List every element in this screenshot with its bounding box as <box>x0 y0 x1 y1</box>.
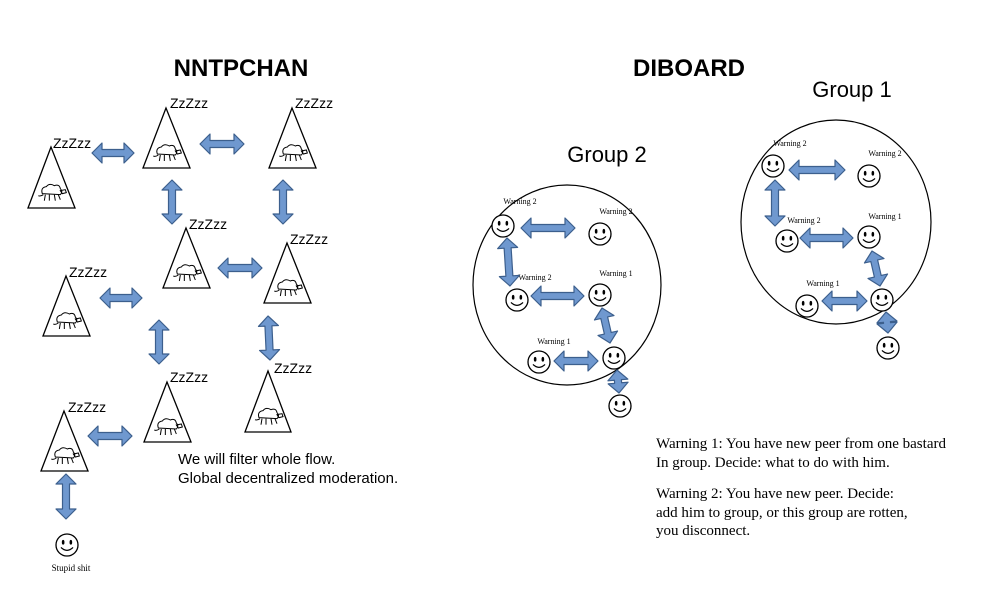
double-arrow-icon <box>99 287 143 309</box>
sleeping-sheep-icon <box>154 418 183 436</box>
node-triangle <box>263 241 312 304</box>
double-arrow-icon <box>91 142 135 164</box>
sleep-label: ZzZzz <box>69 264 107 280</box>
smiley-icon <box>588 283 612 307</box>
sleeping-sheep-icon <box>279 144 308 162</box>
double-arrow-icon <box>863 250 889 287</box>
double-arrow-icon <box>788 159 846 181</box>
nntpchan-title: NNTPCHAN <box>174 55 309 82</box>
smiley-icon <box>857 225 881 249</box>
double-arrow-icon <box>607 369 629 394</box>
smiley-icon <box>608 394 632 418</box>
double-arrow-icon <box>799 227 854 249</box>
double-arrow-icon <box>593 307 619 344</box>
double-arrow-icon <box>148 319 170 365</box>
sleeping-node: ZzZzz <box>142 95 208 169</box>
warning-label: Warning 1 <box>537 337 570 346</box>
double-arrow-icon <box>257 315 281 361</box>
double-arrow-icon <box>161 179 183 225</box>
sleeping-node: ZzZzz <box>162 216 227 289</box>
stupid-label: Stupid shit <box>52 563 91 573</box>
sleeping-node: ZzZzz <box>143 369 208 443</box>
smiley-icon <box>870 288 894 312</box>
warning-label: Warning 1 <box>806 279 839 288</box>
sleeping-node: ZzZzz <box>244 360 312 433</box>
warning2-legend-line: Warning 2: You have new peer. Decide: <box>656 486 894 502</box>
double-arrow-icon <box>217 257 263 279</box>
warning-label: Warning 1 <box>868 212 901 221</box>
warning1-legend-line: Warning 1: You have new peer from one ba… <box>656 436 946 452</box>
sleep-label: ZzZzz <box>68 399 106 415</box>
double-arrow-icon <box>55 473 77 520</box>
double-arrow-icon <box>520 217 576 239</box>
sleeping-sheep-icon <box>173 264 202 282</box>
node-triangle <box>268 106 317 169</box>
double-arrow-icon <box>497 237 520 287</box>
group2-boundary <box>472 184 662 386</box>
warning1-legend-line: In group. Decide: what to do with him. <box>656 455 890 471</box>
double-arrow-icon <box>272 179 294 225</box>
node-triangle <box>27 145 76 209</box>
sleeping-node: ZzZzz <box>42 264 107 337</box>
sleeping-node: ZzZzz <box>27 135 91 209</box>
double-arrow-icon <box>199 133 245 155</box>
double-arrow-icon <box>553 350 599 372</box>
diboard-title: DIBOARD <box>633 55 745 82</box>
smiley-icon <box>527 350 551 374</box>
node-triangle <box>40 409 89 472</box>
sleeping-sheep-icon <box>53 312 82 330</box>
node-triangle <box>143 380 192 443</box>
double-arrow-icon <box>87 425 133 447</box>
smiley-icon <box>491 214 515 238</box>
sleeping-sheep-icon <box>38 183 67 201</box>
double-arrow-icon <box>821 290 868 312</box>
warning-label: Warning 2 <box>868 149 901 158</box>
sleeping-sheep-icon <box>51 447 80 465</box>
filter-note-line: Global decentralized moderation. <box>178 470 398 487</box>
sleep-label: ZzZzz <box>189 216 227 232</box>
group2-label: Group 2 <box>567 142 647 167</box>
warning-label: Warning 1 <box>599 269 632 278</box>
node-triangle <box>142 106 191 169</box>
filter-note-line: We will filter whole flow. <box>178 451 335 468</box>
sleeping-node: ZzZzz <box>263 231 328 304</box>
sleeping-node: ZzZzz <box>268 95 333 169</box>
group1-boundary <box>740 119 932 325</box>
warning-label: Warning 2 <box>599 207 632 216</box>
sleep-label: ZzZzz <box>290 231 328 247</box>
warning2-legend-line: you disconnect. <box>656 523 750 539</box>
smiley-icon <box>857 164 881 188</box>
smiley-icon <box>795 294 819 318</box>
double-arrow-icon <box>876 311 898 334</box>
sleep-label: ZzZzz <box>170 369 208 385</box>
warning-label: Warning 2 <box>787 216 820 225</box>
double-arrow-icon <box>764 179 786 227</box>
warning-label: Warning 2 <box>518 273 551 282</box>
smiley-icon <box>761 154 785 178</box>
double-arrow-icon <box>530 285 585 307</box>
node-triangle <box>162 226 211 289</box>
sleeping-sheep-icon <box>153 144 182 162</box>
smiley-icon <box>55 533 79 557</box>
sleeping-node: ZzZzz <box>40 399 106 472</box>
smiley-icon <box>876 336 900 360</box>
smiley-icon <box>505 288 529 312</box>
node-triangle <box>42 274 91 337</box>
warning-label: Warning 2 <box>773 139 806 148</box>
sleep-label: ZzZzz <box>53 135 91 151</box>
warning2-legend-line: add him to group, or this group are rott… <box>656 505 908 521</box>
sleep-label: ZzZzz <box>170 95 208 111</box>
smiley-icon <box>602 346 626 370</box>
group1-label: Group 1 <box>812 77 892 102</box>
node-triangle <box>244 369 292 433</box>
sleeping-sheep-icon <box>254 407 284 425</box>
smiley-icon <box>588 222 612 246</box>
sleep-label: ZzZzz <box>295 95 333 111</box>
sleep-label: ZzZzz <box>274 360 312 376</box>
smiley-icon <box>775 229 799 253</box>
sleeping-sheep-icon <box>274 279 303 297</box>
warning-label: Warning 2 <box>503 197 536 206</box>
